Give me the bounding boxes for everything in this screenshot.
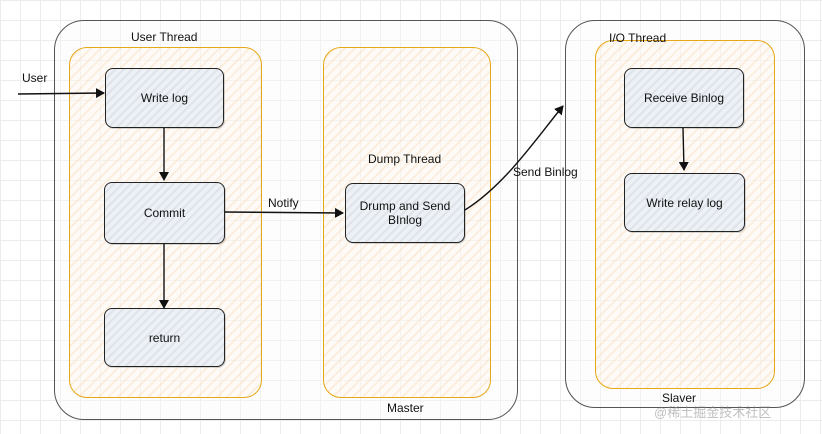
edge-label-send-binlog: Send Binlog	[513, 165, 578, 179]
dump-send-binlog-node: Drump and Send BInlog	[345, 183, 465, 243]
user-thread-label: User Thread	[131, 30, 198, 44]
watermark-text: @稀土掘金技术社区	[654, 405, 772, 420]
write-log-node: Write log	[105, 68, 224, 128]
commit-node: Commit	[104, 182, 225, 244]
edge-label-user: User	[22, 71, 48, 85]
edge-user-to-write-log	[17, 88, 105, 99]
return-node: return	[104, 308, 225, 367]
edge-dump-to-receive	[464, 105, 564, 211]
write-relay-log-node: Write relay log	[624, 173, 745, 232]
receive-binlog-node: Receive Binlog	[624, 68, 744, 128]
master-label: Master	[387, 401, 424, 415]
edge-receive-to-relay	[678, 127, 689, 171]
io-thread-label: I/O Thread	[609, 31, 667, 45]
edge-commit-to-dump	[223, 207, 344, 218]
slaver-label: Slaver	[662, 391, 697, 405]
dump-thread-label: Dump Thread	[368, 152, 442, 166]
edge-label-notify: Notify	[268, 196, 299, 210]
